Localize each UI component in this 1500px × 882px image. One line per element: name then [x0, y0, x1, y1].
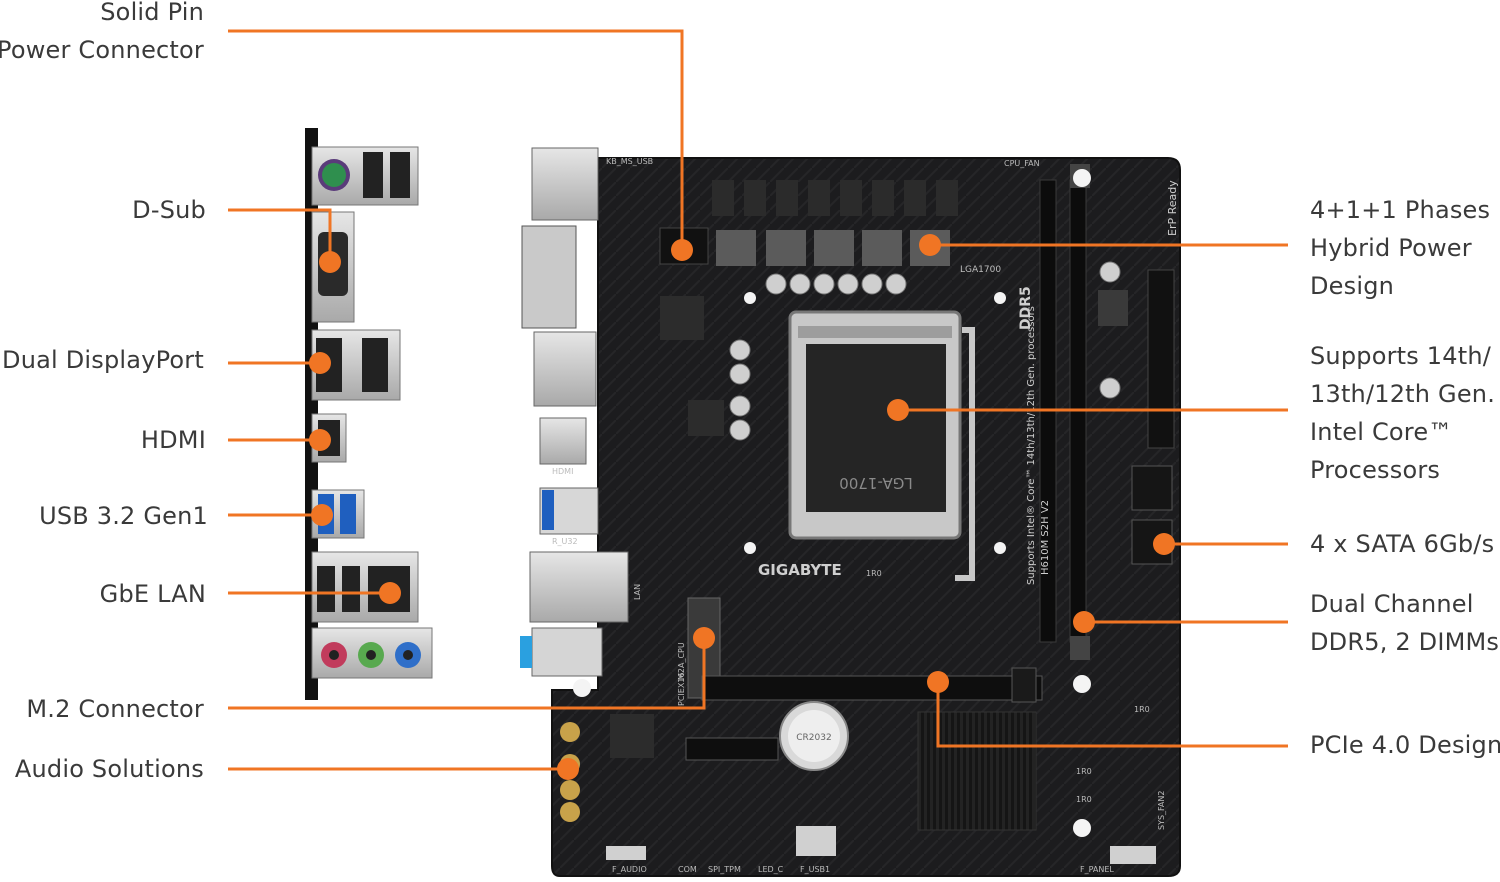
cpu-socket: LGA-1700 LGA1700 [788, 265, 1001, 581]
leader-solid-pin [228, 29, 684, 250]
leader-dsub [228, 208, 332, 262]
erp-text: ErP Ready [1166, 180, 1179, 236]
dot-displayport [309, 352, 331, 374]
cap-label: 1R0 [1076, 767, 1092, 776]
sata-ports [1131, 465, 1173, 565]
callout-pcie: PCIe 4.0 Design [1310, 731, 1500, 759]
cap-label: 1R0 [866, 569, 882, 578]
io-label: HDMI [552, 467, 573, 476]
leader-pcie [936, 682, 1288, 748]
callout-hdmi: HDMI [140, 426, 206, 454]
dot-audio [557, 758, 579, 780]
callout-audio: Audio Solutions [14, 755, 204, 783]
callout-usb32: USB 3.2 Gen1 [39, 502, 208, 530]
callout-m2: M.2 Connector [26, 695, 204, 723]
board-dsub [521, 225, 577, 329]
model-text: H610M S2H V2 [1040, 500, 1051, 575]
io-label: F_PANEL [1080, 865, 1114, 874]
cap-label: 1R0 [1134, 705, 1150, 714]
board-hdmi [539, 417, 587, 465]
vrm-chokes [716, 230, 950, 266]
callout-lan: GbE LAN [99, 580, 206, 608]
dot-ddr5 [1073, 611, 1095, 633]
io-label: CPU_FAN [1004, 159, 1040, 168]
board-ps2-usb [531, 147, 599, 221]
callout-dots [309, 234, 1175, 780]
callout-cpu-support: Supports 14th/ 13th/12th Gen. Intel Core… [1310, 342, 1496, 484]
dot-pcie [927, 671, 949, 693]
brand-logo: GIGABYTE [758, 561, 842, 579]
callout-sata: 4 x SATA 6Gb/s [1310, 530, 1495, 558]
audio-codec [610, 714, 654, 758]
socket-label: LGA1700 [960, 265, 1001, 275]
motherboard: LGA-1700 LGA1700 [520, 147, 1181, 877]
callout-displayport: Dual DisplayPort [2, 346, 204, 374]
chip [688, 400, 724, 436]
io-label: M2A_CPU [677, 642, 686, 680]
io-label: LED_C [758, 865, 784, 874]
io-label: F_USB1 [800, 865, 830, 874]
board-dp [533, 331, 597, 407]
dot-m2 [693, 627, 715, 649]
io-label: KB_MS_USB [606, 157, 653, 166]
chip [660, 296, 704, 340]
chip [1098, 290, 1128, 326]
dot-solid-pin [671, 239, 693, 261]
usb-port [363, 152, 383, 198]
leader-m2 [228, 638, 706, 710]
io-label: PCIEX16 [677, 673, 686, 706]
callout-solid-pin: Solid Pin Power Connector [0, 0, 204, 64]
cap-label: 1R0 [1076, 795, 1092, 804]
io-label: LAN [633, 584, 642, 600]
io-label: R_U32 [552, 537, 578, 546]
io-label: F_AUDIO [612, 865, 647, 874]
dot-hdmi [309, 429, 331, 451]
svg-text:CR2032: CR2032 [796, 733, 831, 743]
vrm-mosfets [712, 180, 958, 216]
cmos-battery: CR2032 [779, 701, 849, 771]
callout-dsub: D-Sub [132, 196, 206, 224]
dot-sata [1153, 533, 1175, 555]
callout-lines [228, 29, 1288, 771]
io-label: COM [678, 865, 697, 874]
socket-cover-text: LGA-1700 [839, 474, 913, 492]
pcie-x1-slot [685, 737, 779, 761]
dot-cpu-support [887, 399, 909, 421]
dot-lan [379, 582, 401, 604]
io-label: SPI_TPM [708, 865, 741, 874]
usb-port [390, 152, 410, 198]
mounting-holes [573, 169, 1091, 837]
dot-usb32 [311, 504, 333, 526]
callout-ddr5: Dual Channel DDR5, 2 DIMMs [1310, 590, 1500, 656]
pcie-x16-slot [701, 675, 1043, 701]
io-shield [305, 128, 433, 700]
callout-phases: 4+1+1 Phases Hybrid Power Design [1310, 196, 1491, 300]
board-audio [531, 627, 603, 677]
dot-dsub [319, 251, 341, 273]
memory-text: DDR5 [1018, 286, 1034, 330]
board-lan [529, 551, 629, 623]
io-label: SYS_FAN2 [1157, 791, 1166, 830]
capacitors [729, 261, 1121, 441]
front-headers [606, 826, 1156, 864]
cpu-support-text: Supports Intel® Core™ 14th/13th/12th Gen… [1026, 306, 1037, 585]
dot-phases [919, 234, 941, 256]
atx-24pin [1147, 269, 1175, 449]
chipset-heatsink [917, 711, 1037, 831]
